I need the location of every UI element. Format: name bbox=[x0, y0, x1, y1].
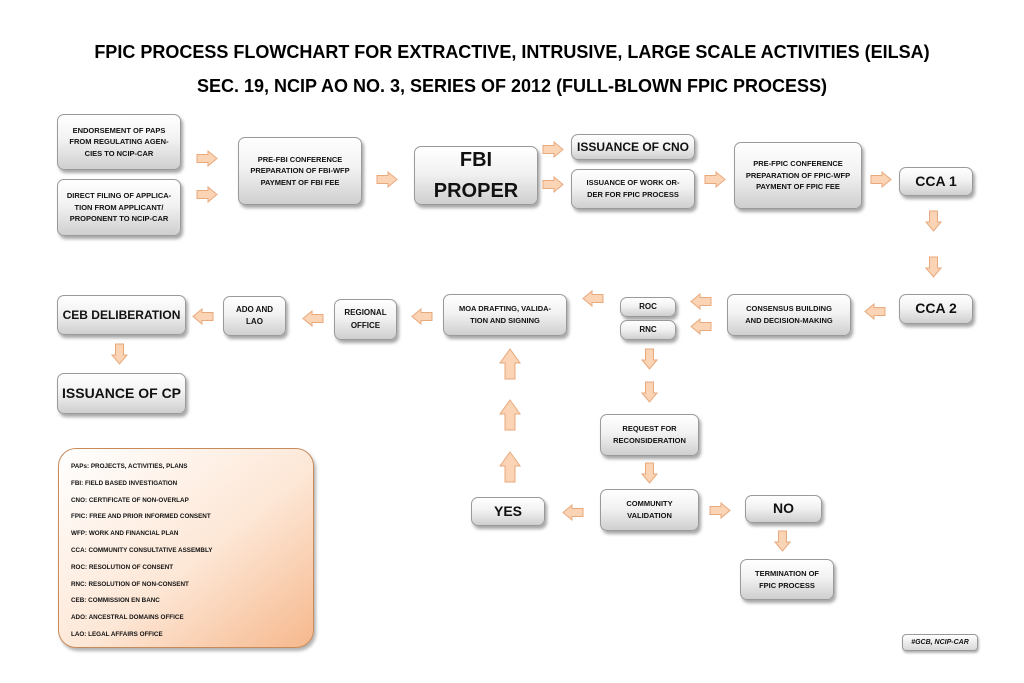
pre-fpic-conference-box: PRE-FPIC CONFERENCE PREPARATION OF FPIC-… bbox=[734, 142, 862, 209]
direct-filing-box: DIRECT FILING OF APPLICA- TION FROM APPL… bbox=[57, 179, 181, 236]
arrow-up-icon bbox=[499, 451, 521, 483]
community-validation-box: COMMUNITY VALIDATION bbox=[600, 489, 699, 531]
credit-tag: #GCB, NCIP-CAR bbox=[902, 634, 978, 651]
termination-box: TERMINATION OF FPIC PROCESS bbox=[740, 559, 834, 600]
arrow-left-icon bbox=[192, 308, 214, 325]
fbi-proper-box: FBI PROPER bbox=[414, 146, 538, 205]
arrow-left-icon bbox=[690, 293, 712, 310]
arrow-right-icon bbox=[704, 171, 726, 188]
chart-subtitle: SEC. 19, NCIP AO NO. 3, SERIES OF 2012 (… bbox=[196, 76, 828, 96]
rnc-box: RNC bbox=[620, 320, 676, 340]
arrow-down-icon bbox=[774, 530, 791, 552]
legend-item: PAPs: PROJECTS, ACTIVITIES, PLANS bbox=[71, 463, 188, 470]
work-order-box: ISSUANCE OF WORK OR- DER FOR FPIC PROCES… bbox=[571, 169, 695, 209]
arrow-down-icon bbox=[925, 210, 942, 232]
cca1-box: CCA 1 bbox=[899, 167, 973, 196]
arrow-up-icon bbox=[499, 348, 521, 380]
legend-item: CNO: CERTIFICATE OF NON-OVERLAP bbox=[71, 496, 189, 504]
arrow-down-icon bbox=[641, 348, 658, 370]
arrow-left-icon bbox=[582, 290, 604, 307]
legend-item: RNC: RESOLUTION OF NON-CONSENT bbox=[71, 580, 189, 588]
arrow-left-icon bbox=[302, 310, 324, 327]
legend-item: LAO: LEGAL AFFAIRS OFFICE bbox=[71, 630, 163, 638]
cca2-box: CCA 2 bbox=[899, 294, 973, 324]
legend-item: FPIC: FREE AND PRIOR INFORMED CONSENT bbox=[71, 513, 211, 521]
legend-item: ADO: ANCESTRAL DOMAINS OFFICE bbox=[71, 614, 184, 622]
request-reconsideration-box: REQUEST FOR RECONSIDERATION bbox=[600, 414, 699, 456]
arrow-down-icon bbox=[111, 343, 128, 365]
ado-and-lao-box: ADO AND LAO bbox=[223, 296, 286, 336]
arrow-right-icon bbox=[196, 186, 218, 203]
ceb-deliberation-box: CEB DELIBERATION bbox=[57, 295, 186, 335]
arrow-down-icon bbox=[925, 256, 942, 278]
moa-drafting-box: MOA DRAFTING, VALIDA- TION AND SIGNING bbox=[443, 294, 567, 336]
chart-title: FPIC PROCESS FLOWCHART FOR EXTRACTIVE, I… bbox=[94, 42, 930, 62]
legend-item: FBI: FIELD BASED INVESTIGATION bbox=[71, 479, 178, 487]
arrow-right-icon bbox=[542, 176, 564, 193]
arrow-right-icon bbox=[870, 171, 892, 188]
arrow-left-icon bbox=[562, 504, 584, 521]
regional-office-box: REGIONAL OFFICE bbox=[334, 299, 397, 340]
arrow-up-icon bbox=[499, 399, 521, 431]
consensus-building-box: CONSENSUS BUILDING AND DECISION-MAKING bbox=[727, 294, 851, 336]
arrow-right-icon bbox=[709, 502, 731, 519]
no-box: NO bbox=[745, 495, 822, 523]
arrow-left-icon bbox=[864, 303, 886, 320]
issuance-of-cp-box: ISSUANCE OF CP bbox=[57, 373, 186, 414]
legend-item: CCA: COMMUNITY CONSULTATIVE ASSEMBLY bbox=[71, 546, 213, 554]
pre-fbi-conference-box: PRE-FBI CONFERENCE PREPARATION OF FBI-WF… bbox=[238, 137, 362, 205]
legend-item: WFP: WORK AND FINANCIAL PLAN bbox=[71, 530, 179, 538]
roc-box: ROC bbox=[620, 297, 676, 317]
arrow-right-icon bbox=[196, 150, 218, 167]
endorsement-box: ENDORSEMENT OF PAPS FROM REGULATING AGEN… bbox=[57, 114, 181, 170]
arrow-right-icon bbox=[376, 171, 398, 188]
arrow-left-icon bbox=[690, 318, 712, 335]
abbreviation-legend: PAPs: PROJECTS, ACTIVITIES, PLANS FBI: F… bbox=[58, 448, 314, 648]
yes-box: YES bbox=[471, 497, 545, 526]
arrow-down-icon bbox=[641, 462, 658, 484]
arrow-left-icon bbox=[411, 308, 433, 325]
legend-item: CEB: COMMISSION EN BANC bbox=[71, 597, 160, 605]
issuance-of-cno-box: ISSUANCE OF CNO bbox=[571, 134, 695, 160]
arrow-right-icon bbox=[542, 141, 564, 158]
arrow-down-icon bbox=[641, 381, 658, 403]
legend-item: ROC: RESOLUTION OF CONSENT bbox=[71, 563, 174, 571]
